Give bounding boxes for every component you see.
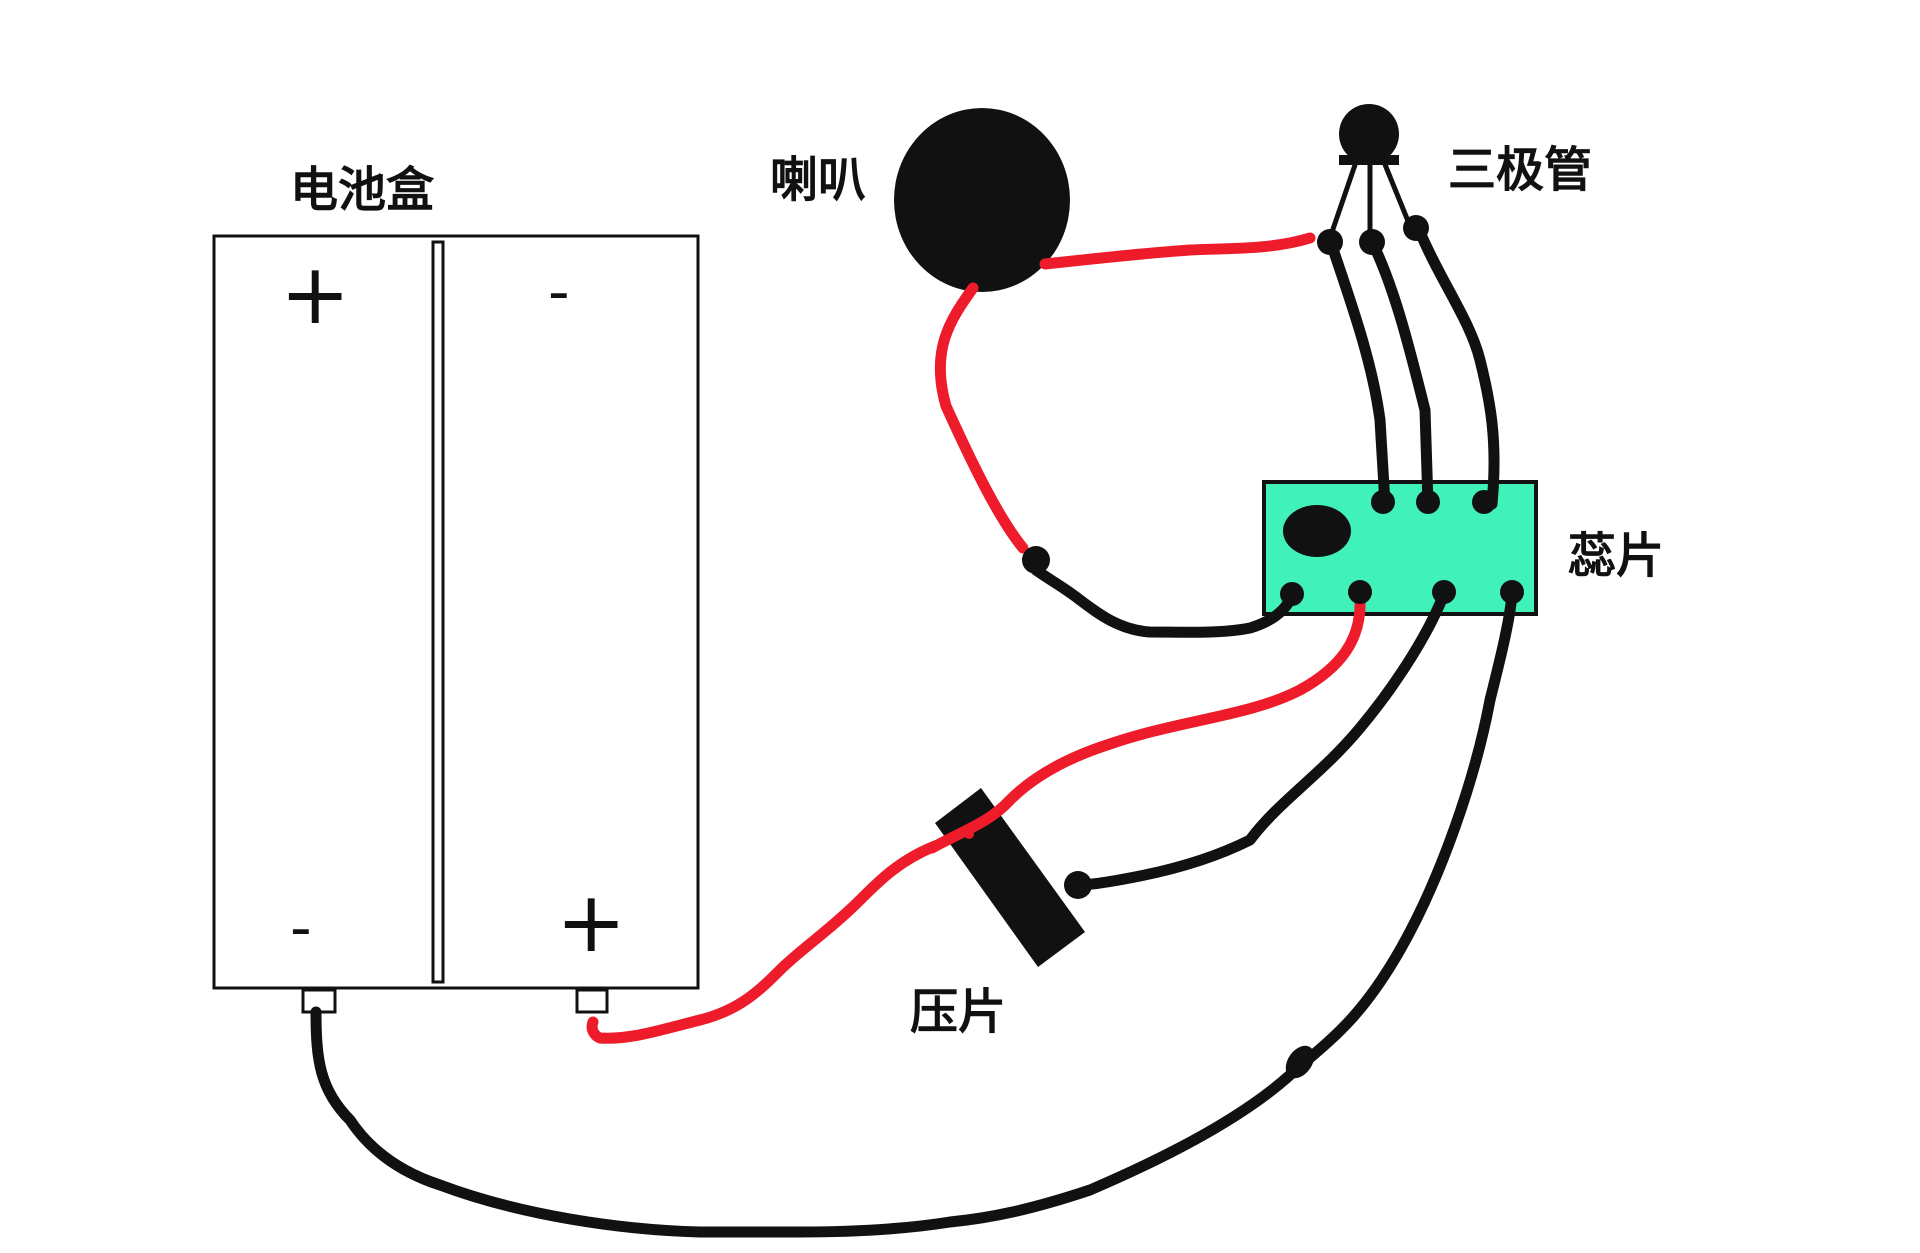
chip-pin-bottom-1 xyxy=(1280,582,1304,606)
battery-box-outline xyxy=(212,234,700,990)
battery-divider xyxy=(431,240,445,984)
transistor-component xyxy=(1317,104,1429,255)
wire-transistor-left-to-chip xyxy=(1326,240,1391,510)
chip-label: 蕊片 xyxy=(1568,528,1665,584)
battery-symbol-right-top: - xyxy=(548,257,570,327)
transistor-flat xyxy=(1339,155,1399,165)
battery-symbol-left-top: + xyxy=(280,245,351,343)
junction-dots xyxy=(1022,490,1524,1079)
speaker-return-joint xyxy=(1022,546,1050,574)
wire-splice-bead xyxy=(1285,1045,1315,1079)
chip-pin-bottom-4 xyxy=(1500,580,1524,604)
chip-pin-top-3 xyxy=(1472,490,1496,514)
red-wires xyxy=(586,232,1366,1044)
wire-pressure-to-battery xyxy=(586,840,941,1044)
transistor-leg-left xyxy=(1329,161,1359,233)
chip-pin-bottom-3 xyxy=(1432,580,1456,604)
wire-speaker-to-chip-left xyxy=(934,282,1029,554)
speaker-label: 喇叭 xyxy=(770,152,867,208)
battery-box-label: 电池盒 xyxy=(290,162,435,218)
wire-chip-to-pressure xyxy=(926,592,1366,854)
pressure-plate-label: 压片 xyxy=(910,984,1007,1040)
chip-pin-top-1 xyxy=(1371,490,1395,514)
battery-symbol-right-bottom: + xyxy=(556,873,627,971)
wire-chip-to-battery-negative xyxy=(310,588,1518,1238)
battery-symbol-left-bottom: - xyxy=(290,893,312,963)
chip-pin-bottom-2 xyxy=(1348,580,1372,604)
transistor-label: 三极管 xyxy=(1448,142,1593,198)
wire-transistor-mid-to-chip xyxy=(1368,240,1434,510)
transistor-leg-right xyxy=(1381,161,1413,227)
pressure-plate-body xyxy=(935,788,1085,967)
pressure-contact-dot xyxy=(1064,871,1092,899)
transistor-body xyxy=(1339,104,1399,164)
speaker-body xyxy=(894,108,1070,292)
battery-box xyxy=(212,234,700,1014)
black-wires xyxy=(310,226,1518,1238)
wire-chip-to-pressure-contact xyxy=(1072,588,1450,891)
chip-pin-top-2 xyxy=(1416,490,1440,514)
wire-chip-to-speaker-return xyxy=(1030,564,1298,638)
battery-terminal-right xyxy=(575,988,609,1014)
chip-blob xyxy=(1283,505,1351,557)
wire-speaker-to-transistor xyxy=(1039,232,1316,270)
wire-transistor-right-to-chip xyxy=(1414,226,1500,510)
